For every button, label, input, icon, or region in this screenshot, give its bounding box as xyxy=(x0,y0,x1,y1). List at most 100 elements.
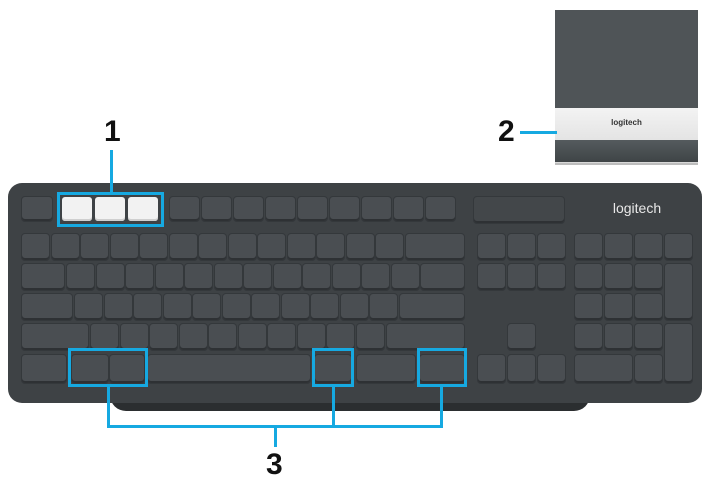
keyboard-key xyxy=(635,294,662,320)
keyboard-key xyxy=(244,264,271,290)
phone-stand-screen xyxy=(555,10,698,110)
phone-stand-shadow xyxy=(555,140,698,162)
keyboard-key xyxy=(356,324,384,350)
keyboard-key xyxy=(228,234,256,260)
callout-3-mid-vertical xyxy=(332,386,335,428)
keyboard-key xyxy=(406,234,464,260)
keyboard-key xyxy=(22,294,72,320)
keyboard-key xyxy=(426,197,455,221)
keyboard-key xyxy=(394,197,423,221)
keyboard-key xyxy=(91,324,118,350)
keyboard-key xyxy=(298,197,327,221)
keyboard-key xyxy=(193,294,220,320)
keyboard-key xyxy=(474,197,564,223)
keyboard-key xyxy=(315,355,351,383)
keyboard-key xyxy=(538,264,565,290)
keyboard-key xyxy=(140,234,167,260)
keyboard-key xyxy=(273,264,301,290)
keyboard-key xyxy=(179,324,207,350)
keyboard-key xyxy=(605,234,632,260)
keyboard-key xyxy=(665,234,692,260)
keyboard-key xyxy=(67,264,94,290)
keyboard-key xyxy=(62,197,92,221)
highlight-right-alt-key xyxy=(312,348,354,387)
callout-number-1: 1 xyxy=(104,115,121,148)
highlight-right-ctrl-key xyxy=(417,348,467,387)
keyboard-key xyxy=(357,355,415,383)
keyboard-key xyxy=(72,355,108,383)
highlight-easy-switch-keys xyxy=(57,192,164,227)
keyboard-key xyxy=(238,324,266,350)
keyboard-key xyxy=(391,264,419,290)
keyboard-key xyxy=(252,294,279,320)
keyboard-key xyxy=(202,197,231,221)
keyboard-key xyxy=(508,234,535,260)
keyboard-key xyxy=(22,234,49,260)
keyboard-key xyxy=(538,234,565,260)
keyboard-key xyxy=(22,324,88,350)
keyboard-key xyxy=(346,234,374,260)
keyboard-key xyxy=(376,234,403,260)
keyboard-key xyxy=(110,234,138,260)
keyboard-key xyxy=(185,264,212,290)
keyboard-key xyxy=(268,324,295,350)
highlight-left-modifier-keys xyxy=(68,348,148,387)
keyboard-key xyxy=(128,197,158,221)
keyboard-key xyxy=(266,197,295,221)
callout-3-stem xyxy=(274,425,277,447)
callout-3-right-vertical xyxy=(440,386,443,428)
callout-number-3: 3 xyxy=(266,448,283,481)
keyboard-key xyxy=(81,234,108,260)
keyboard-key xyxy=(508,355,535,383)
keyboard-key xyxy=(95,197,125,221)
keyboard-key xyxy=(75,294,102,320)
keyboard-key xyxy=(370,294,397,320)
keyboard-key xyxy=(22,197,52,221)
keyboard-key xyxy=(665,324,692,383)
keyboard-key xyxy=(508,324,535,350)
keyboard-key xyxy=(605,264,632,290)
keyboard-key xyxy=(327,324,354,350)
keyboard-key xyxy=(51,234,79,260)
keyboard-key xyxy=(258,234,285,260)
keyboard-key xyxy=(209,324,236,350)
callout-line-1 xyxy=(110,150,113,194)
keyboard-key xyxy=(287,234,315,260)
callout-number-2: 2 xyxy=(498,115,515,148)
keyboard-key xyxy=(148,355,310,383)
keyboard-key xyxy=(575,234,602,260)
callout-line-2 xyxy=(520,131,557,134)
keyboard-key xyxy=(22,264,64,290)
keyboard-logo: logitech xyxy=(612,200,662,216)
keyboard-key xyxy=(222,294,250,320)
keyboard-key xyxy=(134,294,161,320)
keyboard-key xyxy=(478,234,505,260)
stand-logo: logitech xyxy=(611,118,642,127)
keyboard-key xyxy=(155,264,183,290)
callout-3-left-vertical xyxy=(107,386,110,428)
keyboard-key xyxy=(317,234,344,260)
keyboard-key xyxy=(478,264,505,290)
keyboard-key xyxy=(635,234,662,260)
keyboard-key xyxy=(478,355,505,383)
keyboard-key xyxy=(605,294,632,320)
keyboard-key xyxy=(104,294,132,320)
keyboard-key xyxy=(126,264,153,290)
keyboard-key xyxy=(362,197,391,221)
keyboard-key xyxy=(303,264,330,290)
keyboard-key xyxy=(96,264,124,290)
keyboard-key xyxy=(120,324,148,350)
keyboard-key xyxy=(281,294,309,320)
keyboard-key xyxy=(635,264,662,290)
keyboard-key xyxy=(234,197,263,221)
keyboard-key xyxy=(400,294,464,320)
keyboard-key xyxy=(330,197,359,221)
keyboard-key xyxy=(635,324,662,350)
keyboard-key xyxy=(163,294,191,320)
keyboard-key xyxy=(508,264,535,290)
keyboard-key xyxy=(297,324,325,350)
keyboard-key xyxy=(665,264,692,320)
keyboard-key xyxy=(311,294,338,320)
keyboard-key xyxy=(110,355,144,383)
keyboard-key xyxy=(169,234,197,260)
